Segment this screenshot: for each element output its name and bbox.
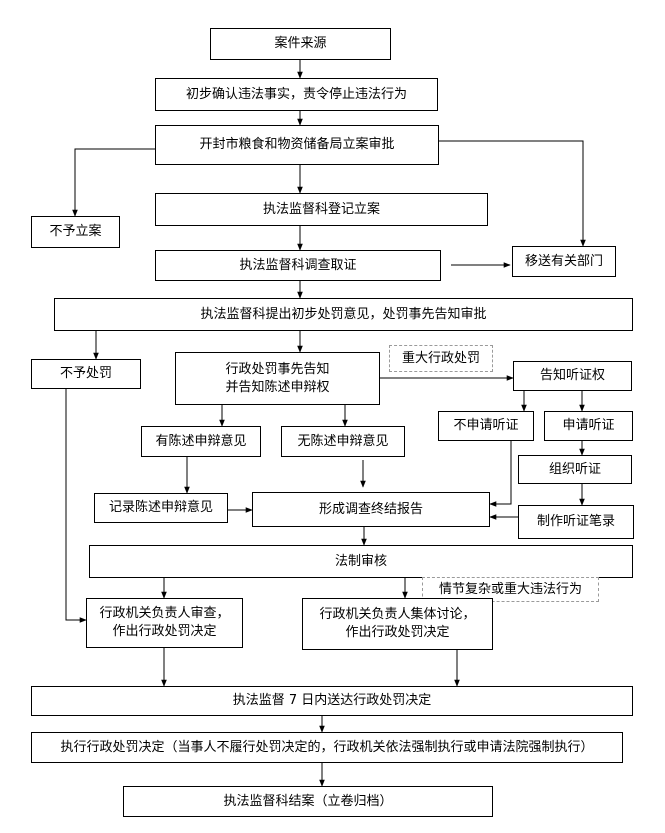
arrow-approval-to-no-filing — [72, 148, 155, 217]
note-complex-case: 情节复杂或重大违法行为 — [422, 577, 599, 602]
node-collective-discussion: 行政机关负责人集体讨论， 作出行政处罚决定 — [302, 598, 493, 650]
arrow-no-request-to-report — [489, 441, 512, 507]
node-has-statement: 有陈述申辩意见 — [141, 426, 261, 457]
node-close-case: 执法监督科结案（立卷归档） — [123, 786, 493, 817]
node-filing-approval: 开封市粮食和物资储备局立案审批 — [155, 125, 439, 165]
prior-notice-line-1: 行政处罚事先告知 — [225, 361, 330, 377]
node-hearing-right: 告知听证权 — [513, 361, 632, 391]
node-hearing-request: 申请听证 — [544, 411, 633, 441]
node-head-review: 行政机关负责人审查， 作出行政处罚决定 — [86, 598, 243, 648]
node-no-penalty: 不予处罚 — [31, 359, 141, 389]
node-no-hearing-request: 不申请听证 — [438, 411, 534, 441]
node-transfer-department: 移送有关部门 — [512, 246, 616, 277]
note-major-penalty: 重大行政处罚 — [389, 345, 493, 372]
node-execute-decision: 执行行政处罚决定（当事人不履行处罚决定的，行政机关依法强制执行或申请法院强制执行… — [31, 732, 623, 763]
head-review-line-2: 作出行政处罚决定 — [112, 624, 217, 639]
node-deliver-decision: 执法监督 7 日内送达行政处罚决定 — [31, 686, 633, 716]
node-legal-review: 法制审核 — [89, 545, 633, 578]
node-investigation: 执法监督科调查取证 — [155, 250, 441, 281]
node-register-case: 执法监督科登记立案 — [155, 193, 488, 226]
arrow-no-penalty-to-head-review — [65, 389, 87, 623]
arrow-approval-to-transfer — [439, 140, 586, 247]
head-review-line-1: 行政机关负责人审查， — [99, 606, 230, 621]
node-hearing-transcript: 制作听证笔录 — [518, 505, 634, 539]
collective-discussion-line-2: 作出行政处罚决定 — [345, 625, 450, 640]
node-case-source: 案件来源 — [210, 28, 391, 60]
node-no-filing: 不予立案 — [31, 216, 120, 248]
node-prior-notice: 行政处罚事先告知 并告知陈述申辩权 — [175, 352, 380, 405]
node-preliminary-confirmation: 初步确认违法事实，责令停止违法行为 — [155, 78, 438, 111]
collective-discussion-line-1: 行政机关负责人集体讨论， — [319, 607, 476, 622]
node-investigation-report: 形成调查终结报告 — [252, 492, 490, 527]
node-penalty-opinion: 执法监督科提出初步处罚意见，处罚事先告知审批 — [54, 298, 633, 331]
prior-notice-line-2: 并告知陈述申辩权 — [225, 379, 330, 395]
node-organize-hearing: 组织听证 — [518, 455, 632, 484]
node-record-statement: 记录陈述申辩意见 — [94, 493, 228, 523]
